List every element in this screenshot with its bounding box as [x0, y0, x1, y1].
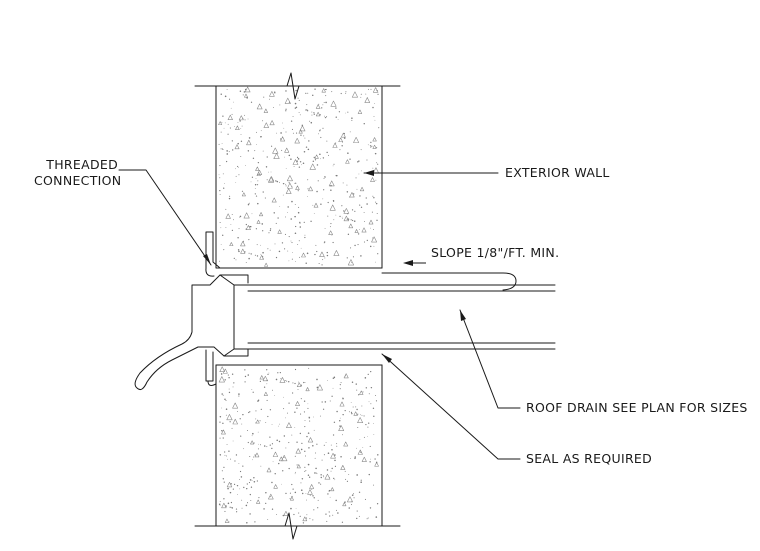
label-threaded-line1: THREADED — [46, 157, 118, 172]
lower-wall-stipple — [218, 366, 379, 524]
arrowhead-slope — [403, 260, 413, 266]
drain-nozzle — [134, 274, 249, 390]
arrowhead-roof-drain — [460, 310, 466, 321]
lower-exterior-wall-block — [215, 364, 383, 527]
arrowhead-exterior-wall — [364, 170, 374, 176]
arrowhead-seal — [382, 354, 392, 363]
arrowhead-threaded-connection — [203, 254, 211, 265]
drain-nozzle-inner — [219, 274, 249, 357]
slope-turnback — [381, 272, 517, 291]
flashing — [205, 231, 383, 386]
label-slope: SLOPE 1/8"/FT. MIN. — [431, 245, 560, 260]
leader-threaded-connection — [118, 169, 212, 266]
label-roof-drain: ROOF DRAIN SEE PLAN FOR SIZES — [526, 400, 748, 415]
roof-drain-pipe — [247, 284, 556, 350]
bottom-break-line — [194, 512, 401, 540]
upper-wall-stipple — [218, 86, 380, 267]
leader-seal — [381, 353, 521, 460]
label-threaded-connection: THREADED CONNECTION — [34, 157, 122, 190]
label-threaded-line2: CONNECTION — [34, 173, 122, 189]
top-break-line — [194, 72, 401, 100]
upper-exterior-wall-block — [215, 85, 383, 269]
leader-roof-drain — [459, 309, 521, 409]
label-seal: SEAL AS REQUIRED — [526, 451, 653, 466]
label-exterior-wall: EXTERIOR WALL — [505, 165, 610, 180]
